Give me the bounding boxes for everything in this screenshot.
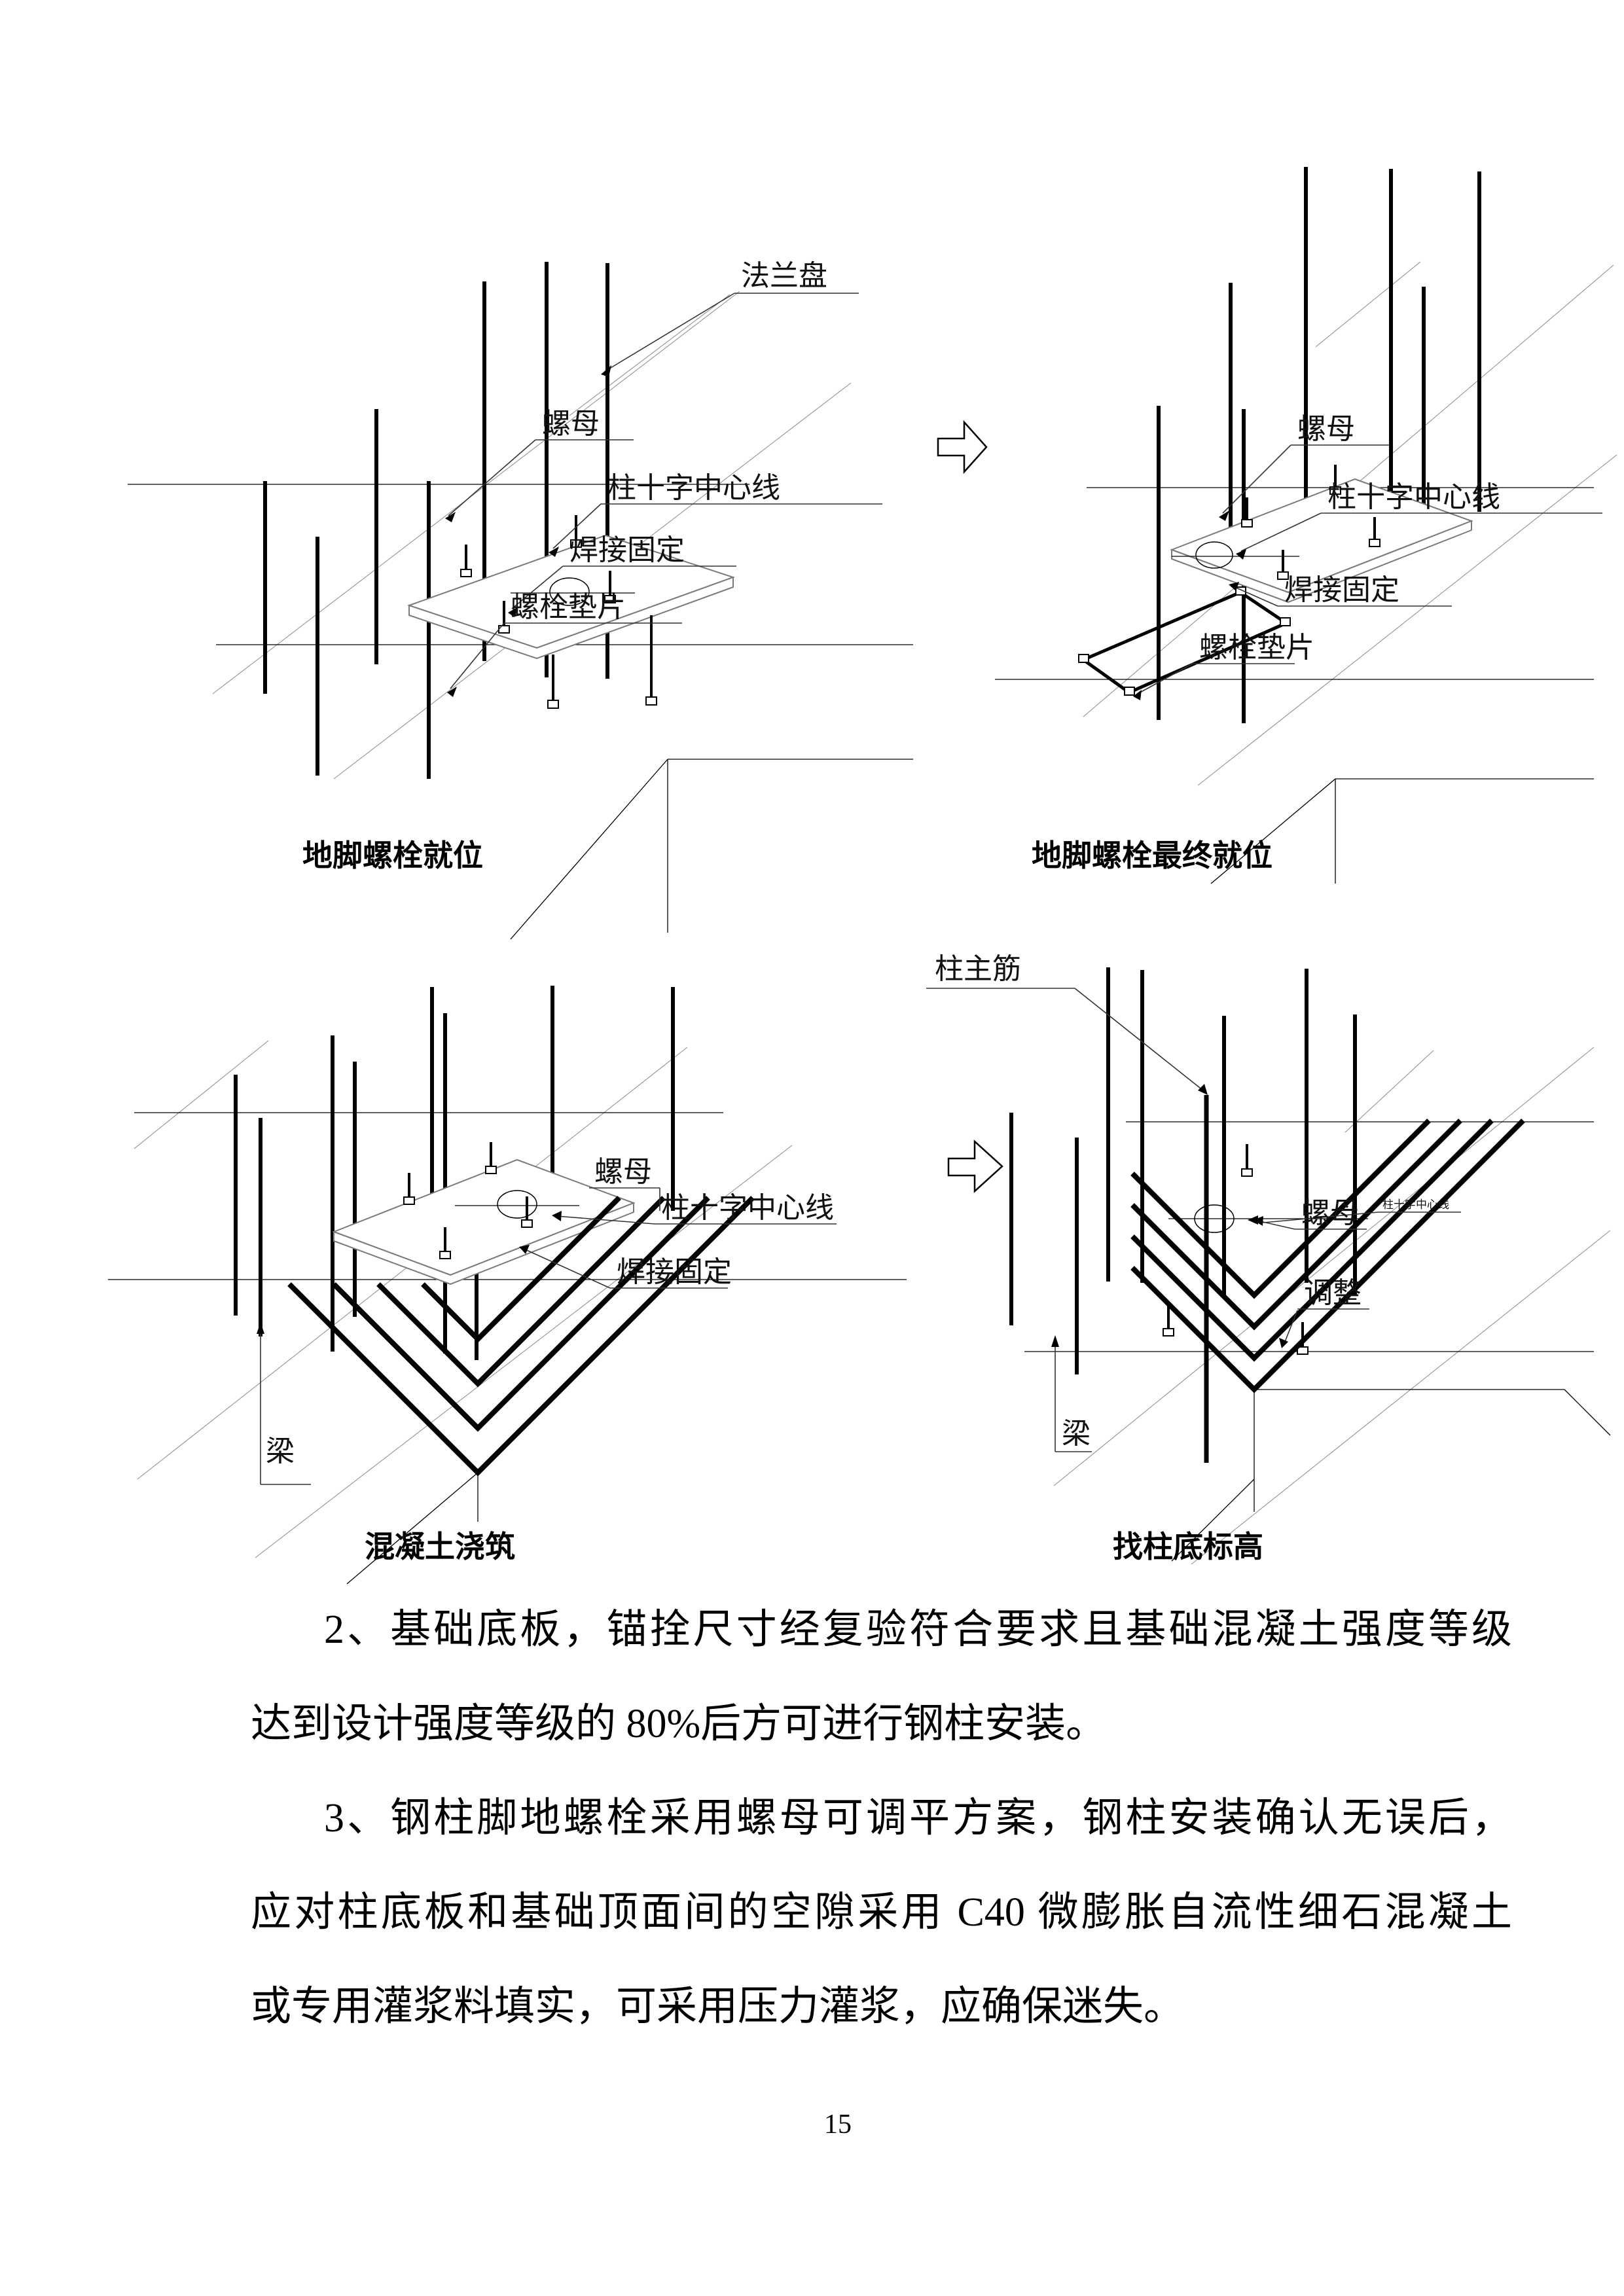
caption-anchor-bolt-placement: 地脚螺栓就位 <box>302 838 483 872</box>
diagram-column-base-level: 柱主筋 螺母 柱十字中心线 调整 梁 <box>926 952 1611 1565</box>
label-nut: 螺母 <box>594 1155 652 1189</box>
beam-chevron <box>287 1196 755 1585</box>
leader-lines <box>926 988 1461 1452</box>
body-paragraph-3-line-2: 应对柱底板和基础顶面间的空隙采用 C40 微膨胀自流性细石混凝土 <box>251 1890 1512 1935</box>
ground-lines <box>108 1112 907 1280</box>
label-column-cross-centerline-small: 柱十字中心线 <box>1382 1198 1449 1211</box>
label-column-cross-centerline: 柱十字中心线 <box>607 471 780 505</box>
caption-column-base-level: 找柱底标高 <box>1113 1530 1263 1564</box>
caption-concrete-pouring: 混凝土浇筑 <box>365 1530 515 1564</box>
template-plate <box>332 1142 636 1285</box>
perspective-lines <box>1053 1047 1611 1565</box>
label-column-cross-centerline: 柱十字中心线 <box>1327 480 1500 514</box>
label-weld-fix: 焊接固定 <box>1284 573 1399 607</box>
step-arrow-icon <box>947 1139 1003 1193</box>
label-bolt-washer: 螺栓垫片 <box>511 590 626 624</box>
beam-chevron <box>1130 1119 1525 1562</box>
leader-lines <box>257 1187 837 1485</box>
label-adjust: 调整 <box>1304 1276 1362 1310</box>
label-weld-fix: 焊接固定 <box>617 1255 732 1289</box>
label-beam: 梁 <box>1062 1417 1091 1450</box>
diagram-anchor-bolt-placement: 法兰盘 螺母 柱十字中心线 焊接固定 螺栓垫片 <box>128 259 913 940</box>
label-nut: 螺母 <box>1301 1196 1359 1230</box>
step-arrow-icon <box>937 420 988 475</box>
label-column-main-rebar: 柱主筋 <box>935 952 1021 986</box>
perspective-lines <box>212 291 852 780</box>
label-column-cross-centerline: 柱十字中心线 <box>661 1191 834 1225</box>
diagram-concrete-pouring: 螺母 柱十字中心线 焊接固定 梁 <box>108 986 907 1585</box>
formwork-frame <box>1078 586 1291 696</box>
ground-lines <box>128 484 913 940</box>
leader-lines <box>1133 444 1602 700</box>
template-plate <box>1170 465 1473 603</box>
template-plate <box>406 515 736 709</box>
ground-lines <box>1024 1121 1611 1436</box>
label-flange: 法兰盘 <box>741 259 827 293</box>
body-paragraph-3-line-3: 或专用灌浆料填实，可采用压力灌浆，应确保迷失。 <box>251 1984 1185 2029</box>
anchor-bolts <box>1009 967 1368 1463</box>
body-paragraph-2-line-2: 达到设计强度等级的 80%后方可进行钢柱安装。 <box>251 1702 1107 1746</box>
body-paragraph-2-line-1: 2、基础底板，锚拴尺寸经复验符合要求且基础混凝土强度等级 <box>324 1607 1512 1652</box>
label-weld-fix: 焊接固定 <box>569 533 685 567</box>
perspective-lines <box>134 1040 793 1558</box>
diagram-anchor-bolt-final-placement: 螺母 柱十字中心线 焊接固定 螺栓垫片 <box>937 167 1617 884</box>
body-paragraph-3-line-1: 3、钢柱脚地螺栓采用螺母可调平方案，钢柱安装确认无误后， <box>324 1796 1512 1840</box>
label-nut: 螺母 <box>1297 412 1355 446</box>
label-beam: 梁 <box>266 1435 295 1468</box>
caption-anchor-bolt-final-placement: 地脚螺栓最终就位 <box>1032 838 1272 872</box>
leader-lines <box>445 293 882 697</box>
page-number: 15 <box>824 2109 852 2140</box>
label-nut: 螺母 <box>542 407 600 440</box>
label-bolt-washer: 螺栓垫片 <box>1199 631 1314 664</box>
